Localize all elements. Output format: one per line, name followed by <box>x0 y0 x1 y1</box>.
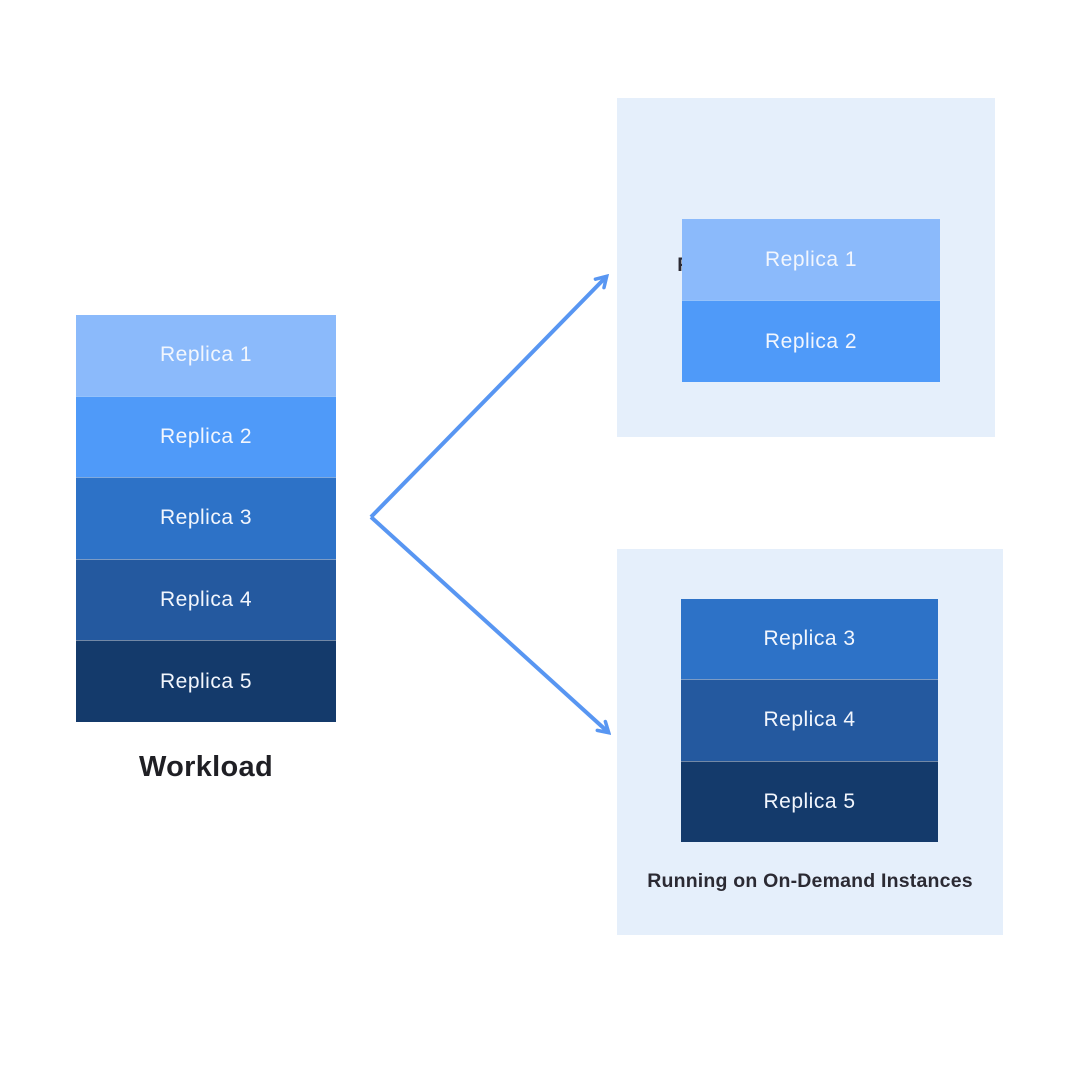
replica-label: Replica 1 <box>159 343 253 367</box>
replica-label: Replica 3 <box>763 627 856 651</box>
workload-replica-5: Replica 5 <box>76 640 336 722</box>
ondemand-panel-title: Running on On-Demand Instances <box>647 870 973 892</box>
replica-label: Replica 4 <box>763 708 856 732</box>
workload-replica-2: Replica 2 <box>76 395 336 478</box>
ondemand-replica-4: Replica 4 <box>681 679 938 761</box>
replica-label: Replica 2 <box>764 329 858 353</box>
workload-title: Workload <box>139 751 273 783</box>
arrow-to-spot <box>369 277 606 519</box>
workload-replica-4: Replica 4 <box>76 558 336 641</box>
spot-instances-panel: Running on Spot Instances Replica 1 Repl… <box>617 98 995 437</box>
workload-stack: Replica 1 Replica 2 Replica 3 Replica 4 … <box>76 315 336 722</box>
replica-label: Replica 2 <box>159 424 253 448</box>
ondemand-replica-3: Replica 3 <box>681 599 938 680</box>
replica-label: Replica 5 <box>763 789 856 813</box>
workload-replica-1: Replica 1 <box>76 315 336 396</box>
arrow-to-ondemand <box>369 515 608 732</box>
ondemand-replica-5: Replica 5 <box>681 760 938 842</box>
workload-replica-3: Replica 3 <box>76 477 336 559</box>
ondemand-instances-panel: Replica 3 Replica 4 Replica 5 Running on… <box>617 549 1003 935</box>
replica-label: Replica 1 <box>764 247 858 271</box>
replica-label: Replica 4 <box>159 588 253 612</box>
spot-replica-1: Replica 1 <box>682 219 940 300</box>
replica-label: Replica 3 <box>159 506 253 530</box>
ondemand-replica-stack: Replica 3 Replica 4 Replica 5 <box>681 599 938 842</box>
replica-label: Replica 5 <box>159 669 253 693</box>
spot-replica-stack: Replica 1 Replica 2 <box>682 219 940 382</box>
spot-replica-2: Replica 2 <box>682 300 940 382</box>
